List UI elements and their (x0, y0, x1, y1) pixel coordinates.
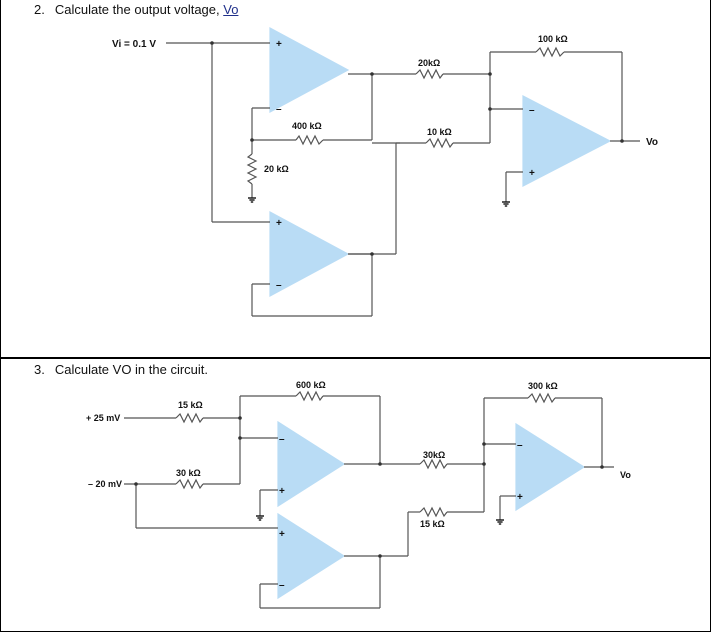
resistor-30k-in (175, 478, 204, 490)
p3-input2-label: – 20 mV (88, 479, 122, 489)
opamp-2 (269, 210, 350, 298)
p2-opamp1-minus: – (276, 104, 282, 115)
p3-r30-mid-label: 30kΩ (423, 450, 445, 460)
p3-opamp6-minus: – (517, 440, 523, 451)
p3-output-label: Vo (620, 470, 631, 480)
p2-opamp3-plus: + (529, 168, 535, 179)
p2-opamp3-minus: – (529, 105, 535, 116)
problem-3-panel (0, 358, 711, 632)
p2-r100-label: 100 kΩ (538, 34, 568, 44)
opamp-3 (522, 95, 612, 187)
p2-input-label: Vi = 0.1 V (112, 39, 156, 50)
problem-2-target: Vo (223, 2, 239, 17)
opamp-6 (515, 422, 586, 512)
p2-opamp2-minus: – (276, 280, 282, 291)
problem-3-junctions (134, 416, 604, 558)
resistor-600k (295, 390, 324, 402)
resistor-20k-top (415, 68, 444, 80)
p3-r30-in-label: 30 kΩ (176, 468, 201, 478)
problem-2-panel (0, 0, 711, 358)
resistor-30k-mid (419, 458, 448, 470)
p3-r600-label: 600 kΩ (296, 380, 326, 390)
problem-3-number: 3. (34, 362, 45, 377)
p3-opamp6-plus: + (517, 492, 523, 503)
p2-opamp2-plus: + (276, 218, 282, 229)
p2-r400-label: 400 kΩ (292, 121, 322, 131)
p3-r15-mid-label: 15 kΩ (420, 519, 445, 529)
problem-2-number: 2. (34, 2, 45, 17)
opamp-5 (277, 512, 346, 600)
resistor-15k-in (175, 412, 204, 424)
opamp-1 (269, 26, 350, 114)
p3-opamp5-minus: – (279, 580, 285, 591)
p3-input1-label: + 25 mV (86, 413, 120, 423)
problem-2-text: Calculate the output voltage, (54, 2, 224, 17)
problem-2-title: 2. Calculate the output voltage, Vo (34, 2, 238, 17)
p2-r20-ground-label: 20 kΩ (264, 164, 289, 174)
resistor-20k-ground (246, 153, 258, 185)
problem-2-circuit (166, 26, 640, 317)
problem-3-title: 3. Calculate VO in the circuit. (34, 362, 208, 377)
resistor-15k-mid (419, 506, 448, 518)
p3-opamp4-plus: + (279, 486, 285, 497)
resistor-100k (535, 46, 565, 58)
problem-2-10k-branch (372, 137, 490, 255)
problem-3-circuit (124, 390, 614, 609)
p3-opamp4-minus: – (279, 434, 285, 445)
opamp-4 (277, 420, 346, 508)
p2-output-label: Vo (646, 137, 658, 148)
p3-r15-in-label: 15 kΩ (178, 400, 203, 410)
p3-r300-label: 300 kΩ (528, 381, 558, 391)
problem-3-text: Calculate VO in the circuit. (54, 362, 209, 377)
p2-opamp1-plus: + (276, 39, 282, 50)
resistor-300k (527, 392, 556, 404)
resistor-10k (425, 137, 454, 149)
p2-r20-top-label: 20kΩ (418, 58, 440, 68)
p2-r10-label: 10 kΩ (427, 127, 452, 137)
resistor-400k (295, 134, 324, 146)
problem-2-junctions (210, 41, 624, 256)
p3-opamp5-plus: + (279, 529, 285, 540)
